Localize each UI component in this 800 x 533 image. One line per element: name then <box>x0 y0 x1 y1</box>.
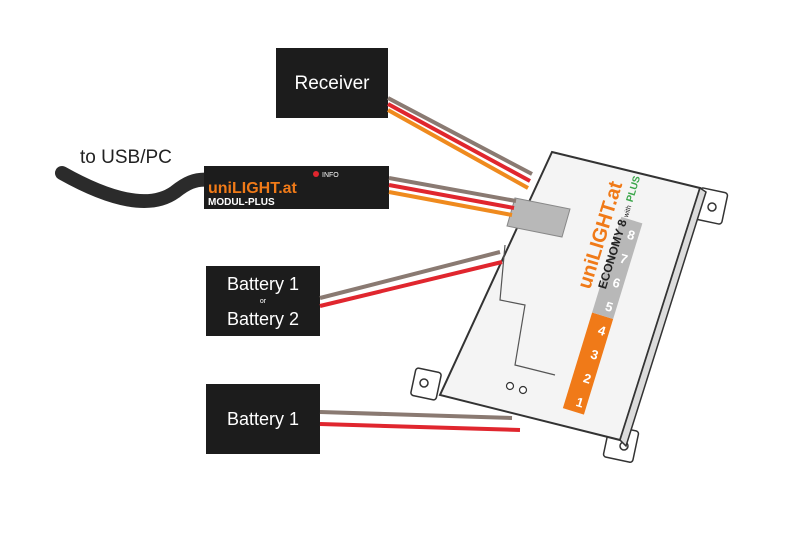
battery-combo-or: or <box>260 298 267 305</box>
connector-pad <box>506 197 571 238</box>
channel-label: 7 <box>618 251 629 267</box>
info-label: INFO <box>322 172 339 179</box>
usb-cable <box>55 166 217 209</box>
modul-plus-box <box>204 166 389 209</box>
board-outline <box>499 244 556 376</box>
board-suffix-with: with <box>623 204 634 219</box>
battery-single-label: Battery 1 <box>227 409 299 429</box>
mount-hole <box>707 202 717 212</box>
module-brand: uniLIGHT.at <box>208 180 298 197</box>
battery-single-box <box>206 384 320 454</box>
channel-label: 5 <box>604 299 615 315</box>
battery-combo-line2: Battery 2 <box>227 309 299 329</box>
board-edge <box>619 186 707 448</box>
channel-label: 3 <box>589 346 600 362</box>
channel-block-grey <box>592 216 643 319</box>
channel-strip: 1 2 3 4 5 6 7 8 <box>562 216 643 415</box>
battery-combo-line1: Battery 1 <box>227 274 299 294</box>
info-led <box>313 171 319 177</box>
channel-block-orange <box>562 312 614 415</box>
board-led <box>518 385 528 395</box>
mount-hole <box>419 378 429 388</box>
board-led <box>505 381 515 391</box>
receiver-label: Receiver <box>295 73 371 94</box>
channel-label: 8 <box>625 227 636 243</box>
channel-label: 2 <box>582 370 593 386</box>
module-name: MODUL-PLUS <box>208 197 275 208</box>
module-wires <box>388 176 517 217</box>
economy8-board: 1 2 3 4 5 6 7 8 uniLIGHT.at ECONOMY 8 wi… <box>410 150 729 463</box>
usb-label: to USB/PC <box>80 147 172 168</box>
battery-single-wires <box>319 410 521 432</box>
receiver-box <box>276 48 388 118</box>
channel-label: 1 <box>574 394 585 410</box>
channel-label: 6 <box>611 275 622 291</box>
battery-combo-box <box>206 266 320 336</box>
battery-combo-wires <box>319 250 503 308</box>
receiver-wires <box>387 96 533 190</box>
